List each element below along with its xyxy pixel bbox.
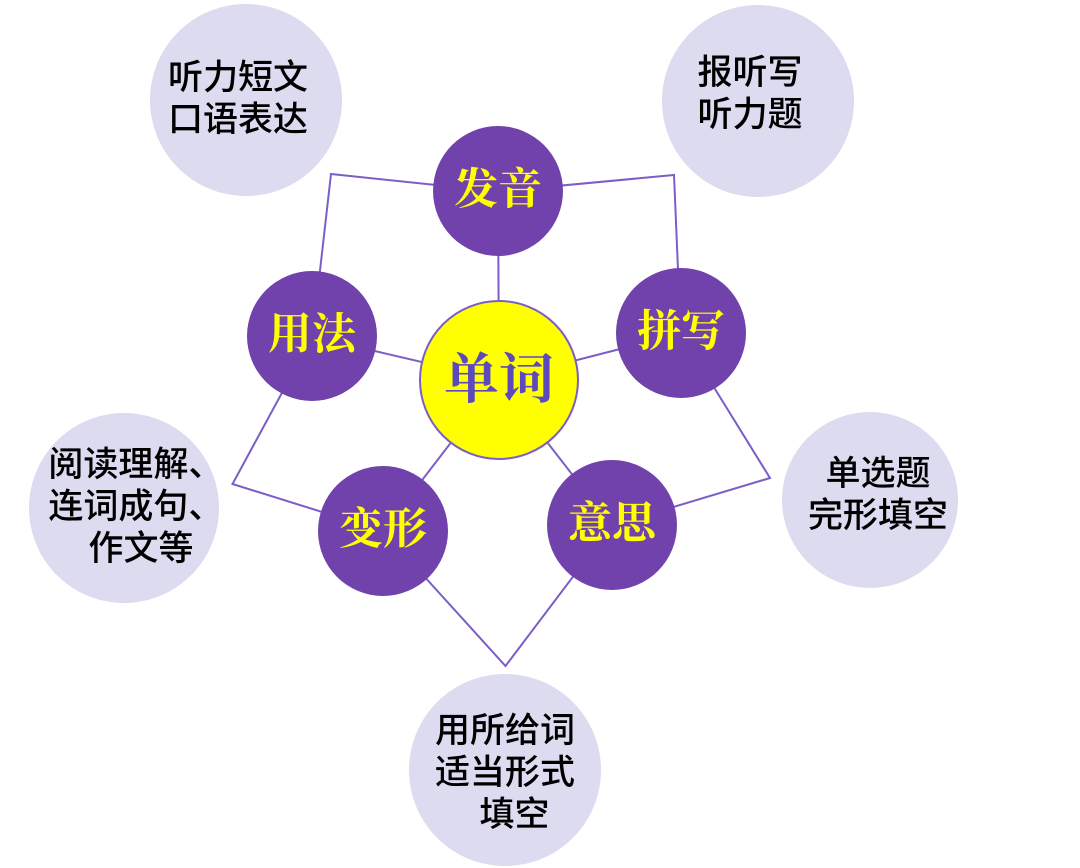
branch-label-usage: 用法 <box>268 310 356 359</box>
note-line: 听力短文 <box>167 58 308 97</box>
note-line: 用所给词 <box>434 711 575 750</box>
note-text-dictation: 报听写 听力题 <box>697 52 802 136</box>
note-text-reading: 阅读理解、 连词成句、 作文等 <box>48 444 223 570</box>
branch-node-usage: 用法 <box>247 271 377 401</box>
branch-node-spelling: 拼写 <box>616 268 746 398</box>
branch-label-transform: 变形 <box>339 505 427 554</box>
note-text-fill-blank: 用所给词 适当形式 填空 <box>435 710 575 836</box>
note-text-multiple-choice: 单选题 完形填空 <box>808 453 948 537</box>
note-node-reading: 阅读理解、 连词成句、 作文等 <box>29 413 223 603</box>
note-node-listening-passage: 听力短文 口语表达 <box>150 4 342 196</box>
note-line: 填空 <box>479 795 550 834</box>
note-line: 连词成句、 <box>48 487 224 526</box>
branch-label-pronunciation: 发音 <box>454 165 542 214</box>
note-line: 听力题 <box>697 95 803 134</box>
note-text-listening-passage: 听力短文 口语表达 <box>168 57 308 141</box>
note-line: 阅读理解、 <box>48 445 224 484</box>
note-line: 完形填空 <box>807 496 948 535</box>
branch-label-meaning: 意思 <box>568 499 656 548</box>
note-line: 口语表达 <box>167 100 308 139</box>
note-node-fill-blank: 用所给词 适当形式 填空 <box>409 674 601 866</box>
hub-node-word: 单词 <box>419 300 579 460</box>
note-line: 报听写 <box>697 53 803 92</box>
branch-label-spelling: 拼写 <box>637 307 725 356</box>
note-node-multiple-choice: 单选题 完形填空 <box>782 412 958 588</box>
note-line: 作文等 <box>88 529 194 568</box>
hub-label: 单词 <box>443 348 554 410</box>
note-line: 适当形式 <box>434 753 575 792</box>
note-line: 单选题 <box>825 454 931 493</box>
note-node-dictation: 报听写 听力题 <box>662 5 854 197</box>
branch-node-meaning: 意思 <box>547 460 677 590</box>
branch-node-transform: 变形 <box>318 466 448 596</box>
branch-node-pronunciation: 发音 <box>433 126 563 256</box>
